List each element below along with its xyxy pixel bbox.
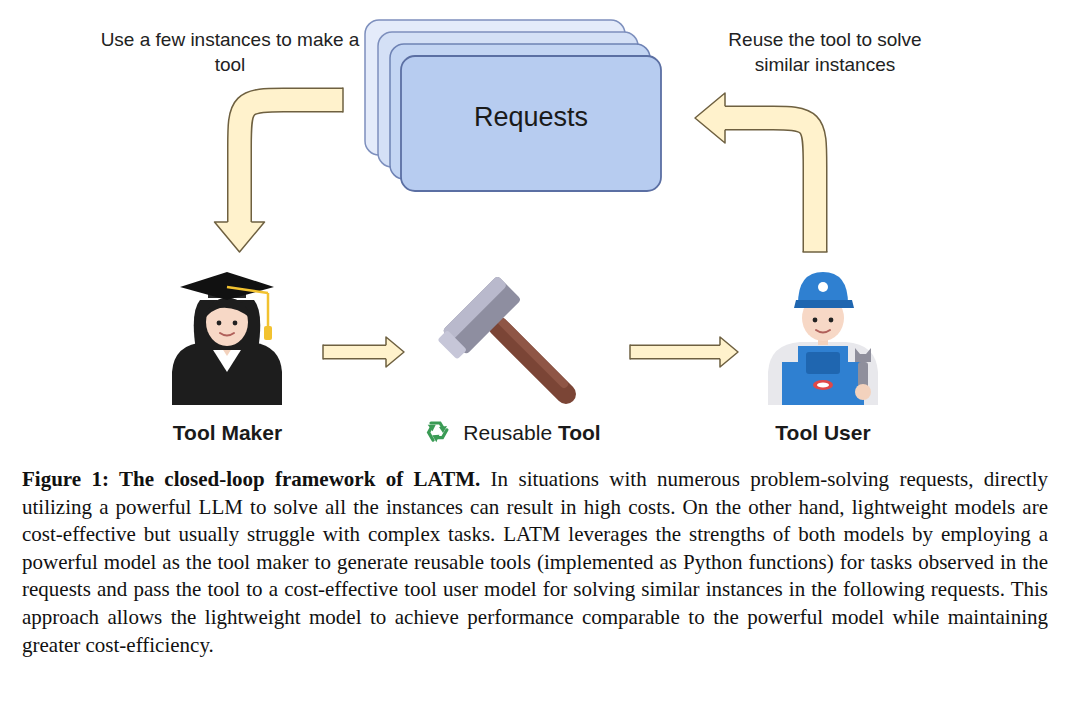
mechanic-figure xyxy=(768,272,878,405)
tool-maker: Tool Maker xyxy=(150,266,305,448)
arrow-end xyxy=(322,345,324,360)
arrow-body xyxy=(630,346,723,358)
arrow-outline xyxy=(724,118,815,252)
node-label: Requests xyxy=(474,102,588,133)
requests-stack: Requests xyxy=(365,20,661,192)
hammer-icon xyxy=(435,276,566,394)
arrow-outline xyxy=(240,100,344,223)
arrow-body xyxy=(323,346,389,358)
block-arrow xyxy=(323,337,404,367)
node-label: Tool User xyxy=(775,421,870,445)
node-label: Reusable Tool xyxy=(463,421,600,445)
graduate-figure xyxy=(172,272,282,405)
tool-user: Tool User xyxy=(756,266,890,448)
arrow-head xyxy=(215,222,265,252)
arrow-head xyxy=(695,93,725,143)
label-part: Tool xyxy=(558,421,601,444)
recycle-icon xyxy=(425,421,447,443)
caption-part: In situations with numerous problem-solv… xyxy=(22,467,1048,657)
arrow-body xyxy=(722,118,815,252)
caption-part: Figure 1: The closed-loop framework of L… xyxy=(22,467,480,491)
edge-label: Reuse the tool to solve similar instance… xyxy=(700,27,950,77)
label-part: Reusable xyxy=(463,421,558,444)
edge-label: Use a few instances to make a tool xyxy=(100,27,360,77)
node-label: Tool Maker xyxy=(173,421,282,445)
figure-caption: Figure 1: The closed-loop framework of L… xyxy=(22,466,1048,659)
block-arrow xyxy=(215,88,344,253)
arrow-body xyxy=(240,100,344,225)
arrow-end xyxy=(803,251,828,253)
request-cards xyxy=(365,20,661,191)
arrow-end xyxy=(629,345,631,360)
arrow-end xyxy=(342,88,344,113)
reusable-tool: Reusable Tool xyxy=(420,266,612,448)
block-arrow xyxy=(630,337,738,367)
block-arrow xyxy=(695,93,828,252)
